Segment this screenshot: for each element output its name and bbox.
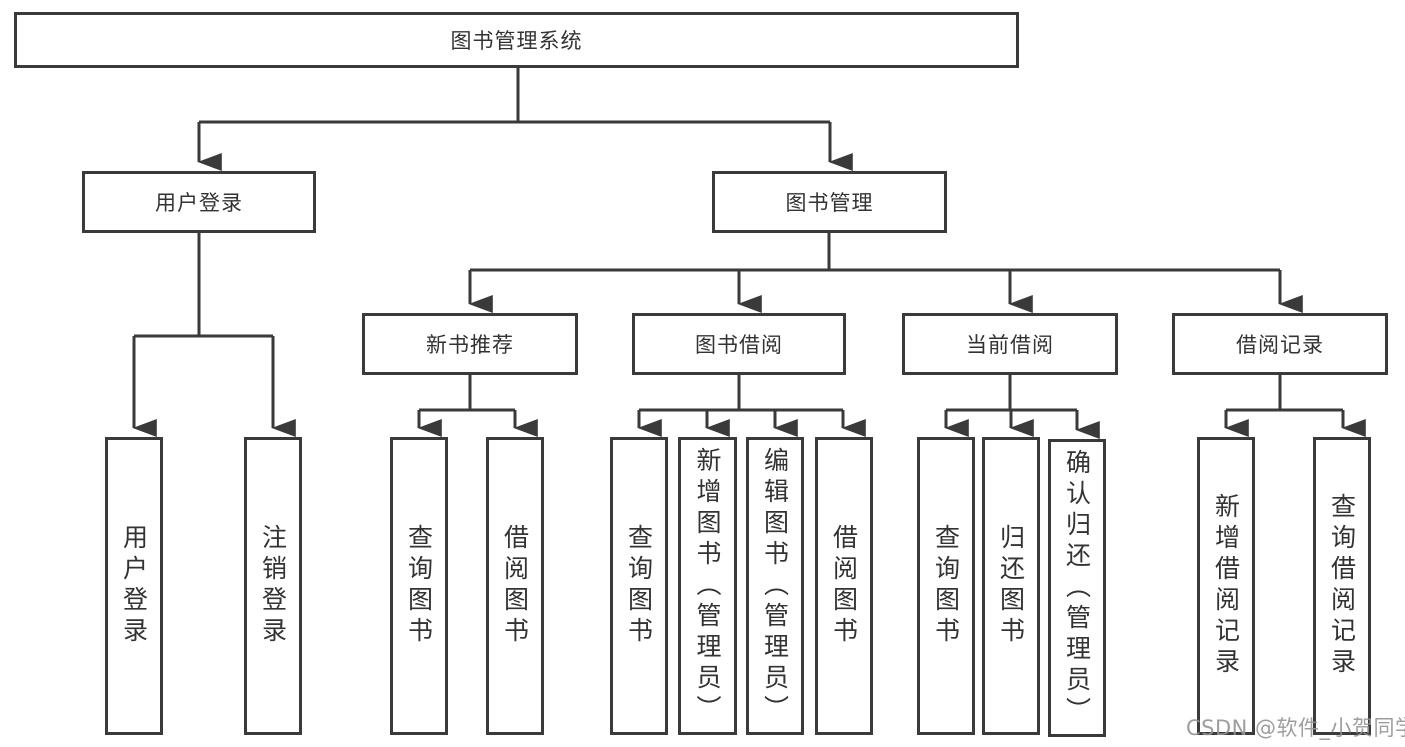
- leaf-query-book-borrow: 查询图书: [610, 437, 668, 735]
- node-label: 新增借阅记录: [1211, 493, 1241, 679]
- csdn-watermark: CSDN @软件_小贺同学: [1186, 716, 1405, 740]
- leaf-add-borrow-record: 新增借阅记录: [1197, 437, 1255, 735]
- node-label: 当前借阅: [966, 333, 1054, 357]
- node-new-book-recommend: 新书推荐: [362, 313, 578, 375]
- node-label: 图书管理: [785, 191, 874, 215]
- node-label: 借阅记录: [1236, 333, 1324, 357]
- node-label: 注销登录: [258, 524, 288, 648]
- leaf-add-book-admin: 新增图书（管理员）: [678, 437, 737, 735]
- node-book-management: 图书管理: [712, 171, 947, 233]
- leaf-edit-book-admin: 编辑图书（管理员）: [746, 437, 804, 735]
- leaf-query-book-current: 查询图书: [917, 437, 975, 735]
- leaf-query-borrow-record: 查询借阅记录: [1313, 437, 1371, 735]
- node-label: 查询借阅记录: [1327, 493, 1357, 679]
- node-label: 查询图书: [931, 524, 961, 648]
- node-label: 用户登录: [119, 524, 149, 648]
- node-label: 新书推荐: [426, 333, 514, 357]
- leaf-logout: 注销登录: [244, 437, 302, 735]
- node-borrow-records: 借阅记录: [1172, 313, 1388, 375]
- node-label: 确认归还（管理员）: [1062, 448, 1092, 728]
- node-current-borrow: 当前借阅: [902, 313, 1118, 375]
- node-label: 图书管理系统: [450, 29, 583, 53]
- node-label: 查询图书: [404, 524, 434, 648]
- leaf-return-book: 归还图书: [982, 437, 1040, 735]
- leaf-user-login: 用户登录: [105, 437, 163, 735]
- leaf-borrow-book-recommend: 借阅图书: [486, 437, 544, 735]
- node-label: 编辑图书（管理员）: [760, 446, 790, 726]
- node-label: 图书借阅: [695, 333, 783, 357]
- leaf-query-book-recommend: 查询图书: [390, 437, 448, 735]
- node-book-borrow: 图书借阅: [632, 313, 846, 375]
- node-user-login: 用户登录: [82, 171, 316, 233]
- node-label: 新增图书（管理员）: [693, 446, 722, 726]
- leaf-confirm-return-admin: 确认归还（管理员）: [1048, 439, 1106, 737]
- node-library-management-system: 图书管理系统: [14, 12, 1019, 68]
- node-label: 借阅图书: [500, 524, 530, 648]
- node-label: 用户登录: [155, 191, 243, 215]
- node-label: 归还图书: [996, 524, 1026, 648]
- node-label: 查询图书: [624, 524, 654, 648]
- node-label: 借阅图书: [829, 524, 859, 648]
- leaf-borrow-book: 借阅图书: [815, 437, 873, 735]
